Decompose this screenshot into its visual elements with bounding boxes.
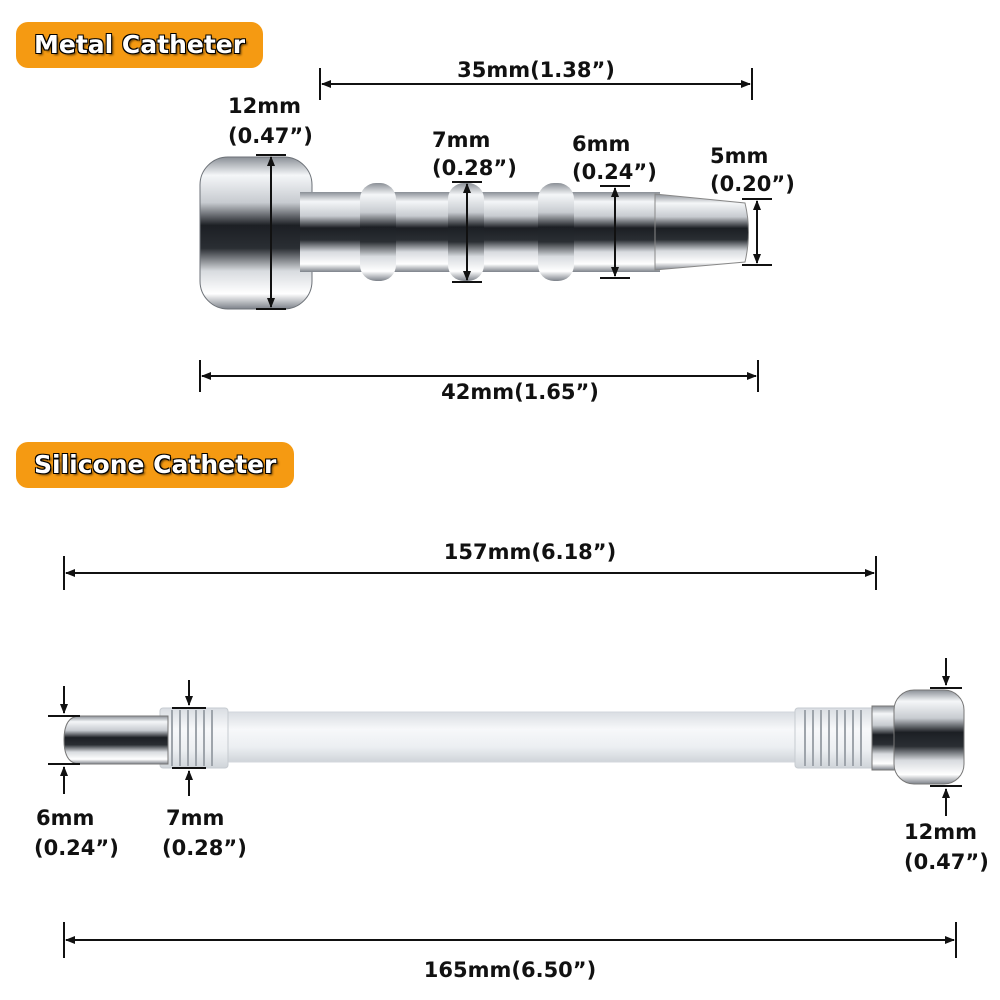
metal-tip-mm-label: 5mm [710,144,769,168]
metal-tip-in-label: (0.20”) [710,172,795,196]
metal-catheter-badge: Metal Catheter [16,22,264,68]
silicone-tip-in-label: (0.24”) [34,836,119,860]
silicone-head-in-label: (0.47”) [904,850,989,874]
silicone-length-top-label: 157mm(6.18”) [443,540,617,564]
silicone-head-diameter-dimension [930,658,962,816]
silicone-tip-diameter-dimension [48,686,80,794]
metal-tip-diameter-dimension [742,198,772,266]
metal-catheter-image [199,156,749,310]
silicone-length-bottom-label: 165mm(6.50”) [423,958,597,982]
metal-shaft-in-label: (0.24”) [572,160,657,184]
metal-length-bottom-dimension [199,360,759,392]
silicone-thread-in-label: (0.28”) [162,836,247,860]
metal-head-in-label: (0.47”) [228,124,313,148]
silicone-length-top-dimension [63,556,877,590]
metal-head-diameter-dimension [256,154,286,310]
silicone-head-mm-label: 12mm [904,820,977,844]
metal-length-bottom-label: 42mm(1.65”) [441,380,599,404]
metal-ring-diameter-dimension [452,181,482,283]
silicone-thread-mm-label: 7mm [166,806,225,830]
metal-ring-mm-label: 7mm [432,128,491,152]
metal-head-mm-label: 12mm [228,94,301,118]
silicone-catheter-badge: Silicone Catheter [16,442,295,488]
metal-length-top-dimension [319,68,753,100]
metal-ring-in-label: (0.28”) [432,156,517,180]
metal-length-top-label: 35mm(1.38”) [457,58,615,82]
metal-shaft-diameter-dimension [600,185,630,279]
silicone-catheter-image [63,689,965,785]
silicone-length-bottom-dimension [63,922,957,958]
silicone-tip-mm-label: 6mm [36,806,95,830]
metal-shaft-mm-label: 6mm [572,132,631,156]
silicone-thread-diameter-dimension [172,680,206,796]
